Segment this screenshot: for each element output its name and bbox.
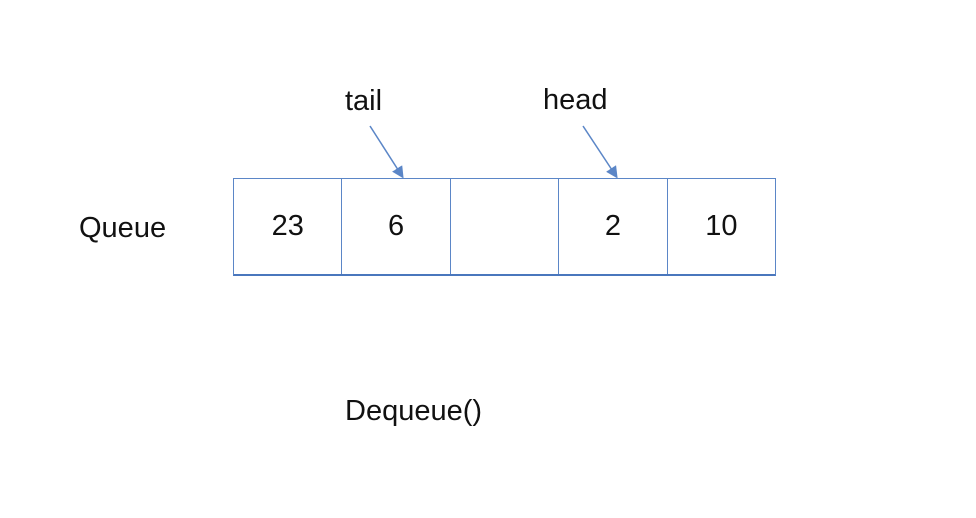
head-arrow — [582, 125, 618, 179]
queue-cell-0: 23 — [234, 179, 343, 274]
queue-cell-4: 10 — [705, 210, 738, 242]
tail-pointer-label: tail — [345, 85, 383, 117]
queue-cell-1: 6 — [342, 179, 451, 274]
queue-cell-3: 2 — [559, 179, 668, 274]
tail-arrow — [369, 125, 404, 179]
queue-array: 23 6 2 10 — [233, 178, 776, 276]
operation-label: Dequeue() — [345, 395, 483, 427]
queue-cell-2 — [451, 179, 560, 274]
head-pointer-label: head — [543, 84, 608, 116]
queue-label: Queue — [79, 212, 167, 244]
